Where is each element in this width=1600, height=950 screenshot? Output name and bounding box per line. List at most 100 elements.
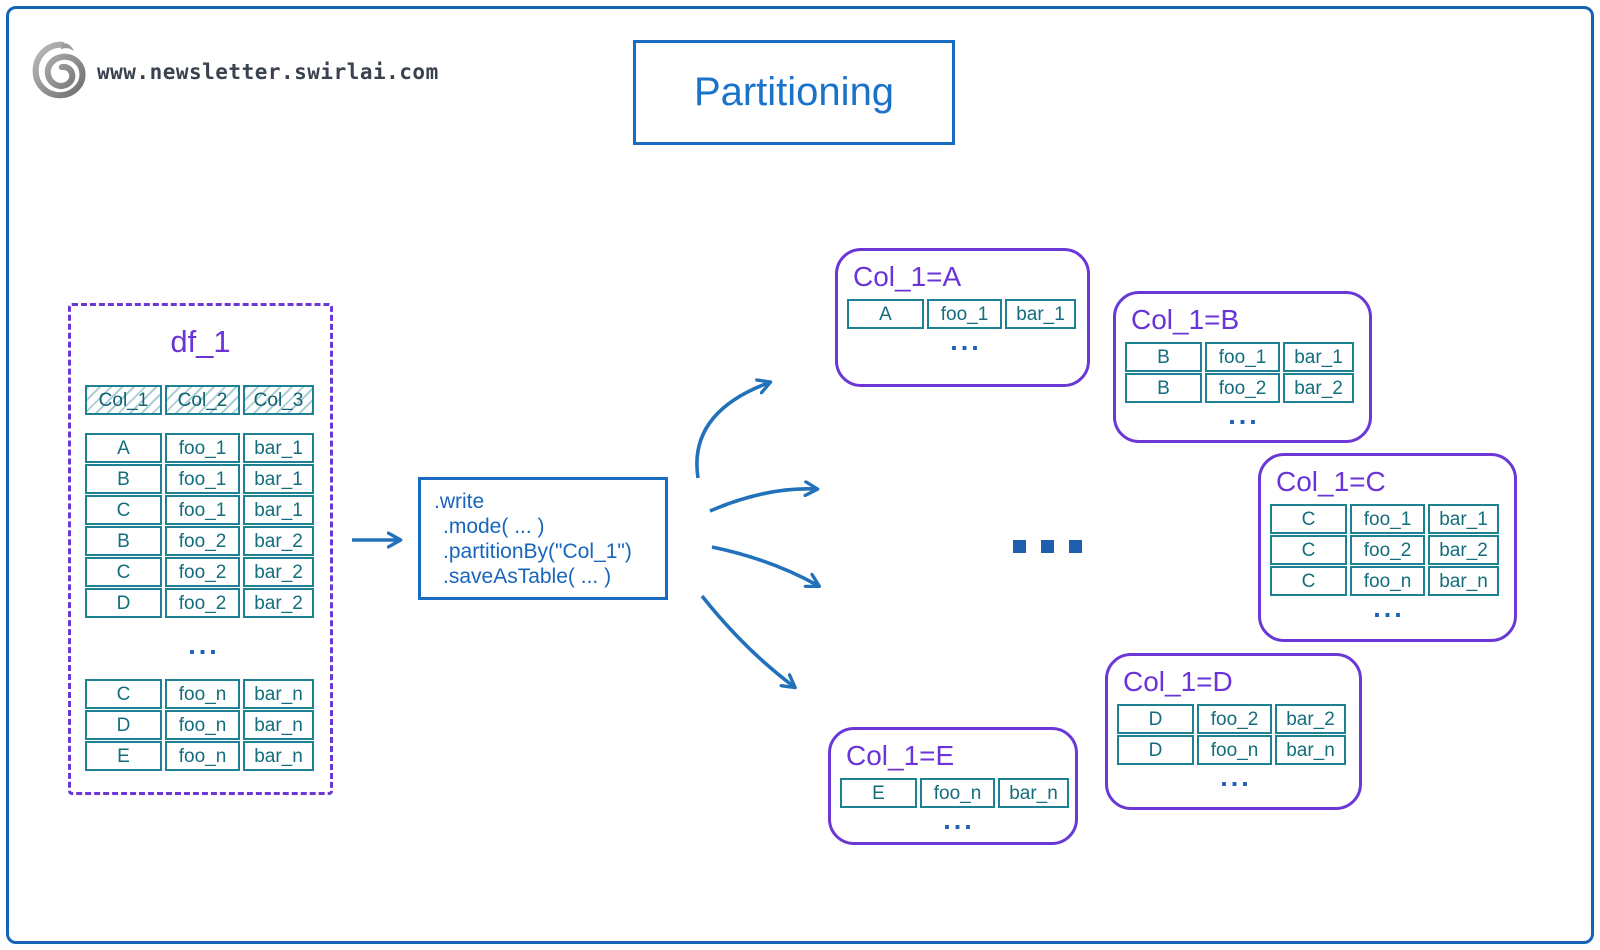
table-cell: bar_n xyxy=(998,778,1069,808)
ellipsis-dot xyxy=(1013,540,1026,553)
table-cell: bar_n xyxy=(243,710,314,740)
page-border xyxy=(6,6,1594,944)
table-cell: foo_1 xyxy=(165,433,240,463)
table-cell: bar_2 xyxy=(243,588,314,618)
more-partitions-ellipsis xyxy=(1013,540,1082,553)
table-cell: C xyxy=(1270,535,1347,565)
table-cell: bar_1 xyxy=(243,464,314,494)
table-cell: C xyxy=(85,557,162,587)
table-cell: B xyxy=(1125,373,1202,403)
table-cell: bar_1 xyxy=(243,495,314,525)
table-cell: C xyxy=(1270,504,1347,534)
df1-ellipsis: ... xyxy=(188,630,220,660)
table-cell: C xyxy=(1270,566,1347,596)
table-cell: B xyxy=(85,526,162,556)
table-cell: foo_2 xyxy=(1197,704,1272,734)
table-cell: bar_2 xyxy=(243,557,314,587)
partition-ellipsis: ... xyxy=(943,805,975,835)
site-url: www.newsletter.swirlai.com xyxy=(97,60,439,84)
table-cell: bar_1 xyxy=(243,433,314,463)
partition-label: Col_1=A xyxy=(853,261,962,292)
code-line: .write xyxy=(434,490,485,513)
code-line: .saveAsTable( ... ) xyxy=(443,565,612,588)
swirl-logo-icon xyxy=(32,41,86,99)
table-cell: foo_n xyxy=(1197,735,1272,765)
title-box: Partitioning xyxy=(633,40,955,145)
table-cell: foo_1 xyxy=(165,495,240,525)
write-code-box: .write .mode( ... ) .partitionBy("Col_1"… xyxy=(418,477,668,600)
code-line: .partitionBy("Col_1") xyxy=(443,540,632,563)
table-cell: B xyxy=(1125,342,1202,372)
table-cell: E xyxy=(85,741,162,771)
partition-label: Col_1=E xyxy=(846,740,955,771)
partition-ellipsis: ... xyxy=(1228,400,1260,430)
partition-ellipsis: ... xyxy=(1220,762,1252,792)
table-cell: bar_n xyxy=(243,741,314,771)
table-cell: foo_n xyxy=(1350,566,1425,596)
table-cell: foo_n xyxy=(165,710,240,740)
table-cell: Col_2 xyxy=(165,385,240,415)
table-cell: bar_n xyxy=(1275,735,1346,765)
table-cell: B xyxy=(85,464,162,494)
table-cell: bar_2 xyxy=(1428,535,1499,565)
table-cell: bar_2 xyxy=(243,526,314,556)
table-cell: foo_1 xyxy=(165,464,240,494)
table-cell: bar_1 xyxy=(1428,504,1499,534)
table-cell: bar_2 xyxy=(1275,704,1346,734)
table-cell: bar_2 xyxy=(1283,373,1354,403)
partition-label: Col_1=D xyxy=(1123,666,1233,697)
partition-label: Col_1=C xyxy=(1276,466,1386,497)
partition-ellipsis: ... xyxy=(1373,593,1405,623)
table-cell: bar_n xyxy=(243,679,314,709)
table-cell: D xyxy=(85,710,162,740)
table-cell: bar_1 xyxy=(1283,342,1354,372)
table-cell: E xyxy=(840,778,917,808)
table-cell: D xyxy=(85,588,162,618)
table-cell: bar_1 xyxy=(1005,299,1076,329)
table-cell: foo_2 xyxy=(1205,373,1280,403)
table-cell: bar_n xyxy=(1428,566,1499,596)
table-cell: A xyxy=(847,299,924,329)
table-cell: A xyxy=(85,433,162,463)
table-cell: foo_n xyxy=(165,741,240,771)
table-cell: foo_2 xyxy=(165,526,240,556)
table-cell: C xyxy=(85,495,162,525)
table-cell: Col_1 xyxy=(85,385,162,415)
table-cell: foo_1 xyxy=(1205,342,1280,372)
partition-label: Col_1=B xyxy=(1131,304,1240,335)
ellipsis-dot xyxy=(1041,540,1054,553)
table-cell: D xyxy=(1117,735,1194,765)
table-cell: foo_2 xyxy=(165,557,240,587)
table-cell: C xyxy=(85,679,162,709)
table-cell: foo_n xyxy=(920,778,995,808)
